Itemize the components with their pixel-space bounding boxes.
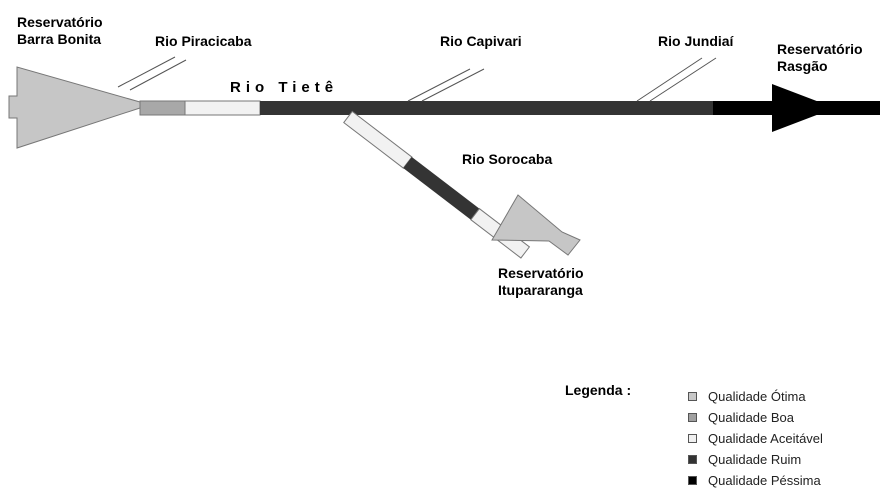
legend-swatch-pessima xyxy=(688,476,697,485)
label-line: Rasgão xyxy=(777,58,828,74)
tiete-segment-aceitavel xyxy=(184,100,261,116)
legend-item: Qualidade Péssima xyxy=(688,470,823,491)
label-rio-sorocaba: Rio Sorocaba xyxy=(462,151,553,167)
legend-swatch-boa xyxy=(688,413,697,422)
label-line: Itupararanga xyxy=(498,282,583,298)
legend-title: Legenda : xyxy=(565,382,632,398)
legend-label: Qualidade Boa xyxy=(708,410,795,425)
reservatorio-rasgao-arrow xyxy=(772,84,835,132)
label-rio-jundiai: Rio Jundiaí xyxy=(658,33,734,49)
tiete-segment-boa xyxy=(139,100,186,116)
label-reservatorio-barra-bonita: Reservatório Barra Bonita xyxy=(17,14,103,48)
label-reservatorio-itupararanga: Reservatório Itupararanga xyxy=(498,265,584,299)
label-rio-capivari: Rio Capivari xyxy=(440,33,522,49)
leader-lines xyxy=(117,56,717,102)
label-line: Reservatório xyxy=(777,41,863,57)
label-line: Reservatório xyxy=(498,265,584,281)
label-rio-tiete: Rio Tietê xyxy=(230,79,339,96)
legend-item: Qualidade Ruim xyxy=(688,449,823,470)
legend-swatch-ruim xyxy=(688,455,697,464)
legend-label: Qualidade Péssima xyxy=(708,473,821,488)
legend-swatch-otima xyxy=(688,392,697,401)
label-rio-piracicaba: Rio Piracicaba xyxy=(155,33,252,49)
tiete-segment-ruim xyxy=(260,101,713,115)
legend: Qualidade Ótima Qualidade Boa Qualidade … xyxy=(688,386,823,491)
legend-label: Qualidade Ruim xyxy=(708,452,802,467)
reservatorio-barra-bonita-shape xyxy=(8,66,141,149)
reservatorio-itupararanga-shape xyxy=(491,194,581,256)
legend-item: Qualidade Ótima xyxy=(688,386,823,407)
label-reservatorio-rasgao: Reservatório Rasgão xyxy=(777,41,863,75)
label-line: Reservatório xyxy=(17,14,103,30)
label-line: Barra Bonita xyxy=(17,31,102,47)
legend-label: Qualidade Aceitável xyxy=(708,431,823,446)
legend-item: Qualidade Boa xyxy=(688,407,823,428)
legend-swatch-aceitavel xyxy=(688,434,697,443)
legend-item: Qualidade Aceitável xyxy=(688,428,823,449)
legend-label: Qualidade Ótima xyxy=(708,389,806,404)
